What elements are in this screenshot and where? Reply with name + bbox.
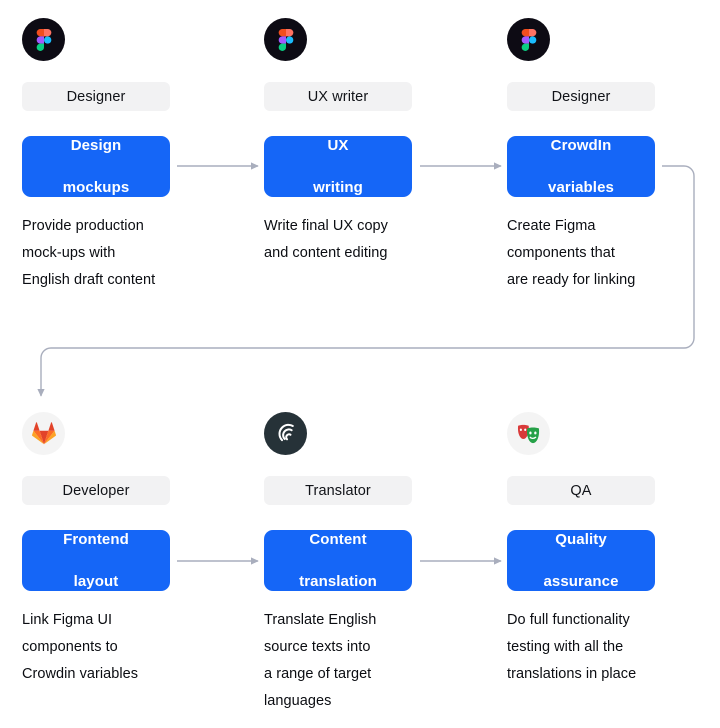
description-line: Provide production: [22, 218, 144, 234]
role-pill[interactable]: Designer: [22, 82, 170, 111]
role-pill[interactable]: Developer: [22, 476, 170, 505]
description-line: source texts into: [264, 639, 371, 655]
description-line: translations in place: [507, 666, 637, 682]
description-line: English draft content: [22, 272, 156, 288]
stage-label-line1: Design: [70, 137, 122, 154]
description-line: components that: [507, 245, 615, 261]
stage-label-line1: Frontend: [63, 531, 129, 548]
stage-box[interactable]: Content translation: [264, 530, 412, 591]
theater-masks-icon: [507, 412, 550, 455]
description-line: testing with all the: [507, 639, 624, 655]
description-line: Crowdin variables: [22, 666, 139, 682]
step-description: Write final UX copy and content editing: [264, 213, 434, 267]
description-line: components to: [22, 639, 118, 655]
role-pill[interactable]: QA: [507, 476, 655, 505]
crowdin-icon: [264, 412, 307, 455]
stage-label-line2: mockups: [62, 179, 130, 196]
description-line: Create Figma: [507, 218, 596, 234]
stage-box[interactable]: CrowdIn variables: [507, 136, 655, 197]
stage-label-line1: CrowdIn: [550, 137, 612, 154]
role-pill[interactable]: UX writer: [264, 82, 412, 111]
description-line: are ready for linking: [507, 272, 636, 288]
step-description: Create Figma components that are ready f…: [507, 213, 667, 294]
stage-label-line1: Quality: [555, 531, 607, 548]
description-line: mock-ups with: [22, 245, 116, 261]
step-description: Translate English source texts into a ra…: [264, 607, 434, 715]
description-line: and content editing: [264, 245, 388, 261]
role-pill[interactable]: Translator: [264, 476, 412, 505]
stage-label-line2: layout: [73, 573, 119, 590]
stage-label-line1: UX: [327, 137, 349, 154]
stage-label-line2: assurance: [543, 573, 619, 590]
stage-label-line2: variables: [548, 179, 614, 196]
figma-icon: [22, 18, 65, 61]
step-description: Provide production mock-ups with English…: [22, 213, 192, 294]
description-line: Translate English: [264, 612, 377, 628]
description-line: a range of target: [264, 666, 372, 682]
description-line: Write final UX copy: [264, 218, 388, 234]
description-line: Do full functionality: [507, 612, 630, 628]
description-line: languages: [264, 693, 332, 709]
stage-box[interactable]: Frontend layout: [22, 530, 170, 591]
stage-label-line2: writing: [313, 179, 363, 196]
step-description: Do full functionality testing with all t…: [507, 607, 667, 688]
description-line: Link Figma UI: [22, 612, 113, 628]
step-description: Link Figma UI components to Crowdin vari…: [22, 607, 192, 688]
figma-icon: [264, 18, 307, 61]
stage-box[interactable]: Design mockups: [22, 136, 170, 197]
role-pill[interactable]: Designer: [507, 82, 655, 111]
stage-label-line2: translation: [299, 573, 377, 590]
stage-label-line1: Content: [309, 531, 367, 548]
figma-icon: [507, 18, 550, 61]
gitlab-icon: [22, 412, 65, 455]
stage-box[interactable]: UX writing: [264, 136, 412, 197]
stage-box[interactable]: Quality assurance: [507, 530, 655, 591]
